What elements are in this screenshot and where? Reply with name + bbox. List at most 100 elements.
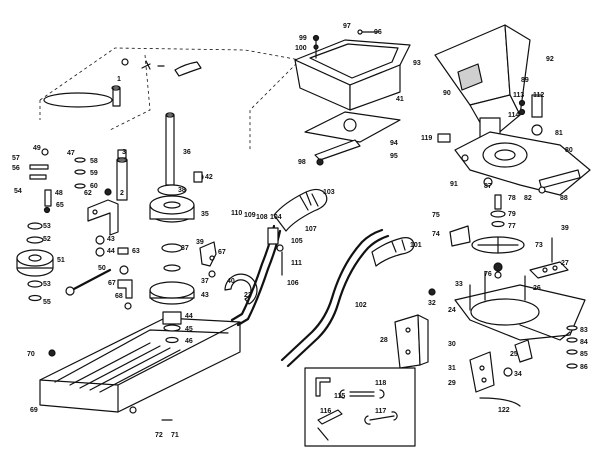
callout-45: 45: [185, 326, 193, 333]
callout-38: 38: [178, 187, 186, 194]
callout-93: 93: [413, 60, 421, 67]
callout-34: 34: [514, 371, 522, 378]
callout-86: 86: [580, 364, 588, 371]
callout-106: 106: [287, 280, 299, 287]
callout-48: 48: [55, 190, 63, 197]
callout-94: 94: [390, 140, 398, 147]
callout-57: 57: [12, 155, 20, 162]
callout-37a: 37: [181, 245, 189, 252]
callout-73: 73: [535, 242, 543, 249]
callout-107: 107: [305, 226, 317, 233]
callout-118: 118: [375, 380, 386, 387]
callout-87: 87: [484, 183, 492, 190]
callout-68: 68: [115, 293, 123, 300]
callout-63: 63: [132, 248, 140, 255]
callout-88: 88: [560, 195, 568, 202]
callout-41: 41: [396, 96, 404, 103]
callout-56: 56: [12, 165, 20, 172]
chute-92: [434, 24, 531, 141]
callout-labels: 1 3 36 42 49 47 57 56 58 59 60 48 54 65 …: [12, 23, 588, 439]
callout-95: 95: [390, 153, 398, 160]
callout-75: 75: [432, 212, 440, 219]
callout-67a: 67: [218, 249, 226, 256]
bracket-62: [87, 188, 119, 236]
callout-92: 92: [546, 56, 554, 63]
bracket-28-30: [394, 314, 533, 407]
callout-43a: 43: [107, 236, 115, 243]
callout-35: 35: [201, 211, 209, 218]
handle-104: [230, 188, 328, 327]
fasteners-83-86: [566, 325, 578, 369]
callout-43b: 43: [201, 292, 209, 299]
callout-112: 112: [533, 92, 544, 99]
callout-99: 99: [299, 35, 307, 42]
callout-44b: 44: [185, 313, 193, 320]
callout-25: 25: [510, 351, 518, 358]
callout-3: 3: [122, 149, 126, 156]
callout-71: 71: [171, 432, 179, 439]
callout-74: 74: [432, 231, 440, 238]
callout-69: 69: [30, 407, 38, 414]
callout-76: 76: [484, 271, 492, 278]
callout-46: 46: [185, 338, 193, 345]
callout-2: 2: [120, 190, 124, 197]
callout-105: 105: [291, 238, 303, 245]
hopper-93: [294, 29, 411, 111]
callout-26: 26: [533, 285, 541, 292]
callout-37b: 37: [201, 278, 209, 285]
callout-78: 78: [508, 195, 516, 202]
callout-79: 79: [508, 211, 516, 218]
callout-67b: 67: [108, 280, 116, 287]
callout-85: 85: [580, 351, 588, 358]
callout-30: 30: [448, 341, 456, 348]
callout-59: 59: [90, 170, 98, 177]
callout-104a: 104: [270, 214, 282, 221]
callout-60: 60: [90, 183, 98, 190]
callout-119: 119: [421, 135, 432, 142]
callout-72: 72: [155, 432, 163, 439]
callout-32: 32: [428, 300, 436, 307]
callout-55: 55: [43, 299, 51, 306]
callout-54: 54: [14, 188, 22, 195]
plate-94: [304, 111, 401, 166]
callout-31: 31: [448, 365, 456, 372]
callout-100: 100: [295, 45, 307, 52]
small-parts-left: [29, 148, 258, 310]
callout-98: 98: [298, 159, 306, 166]
callout-114: 114: [508, 112, 519, 119]
base-plate-24: [428, 271, 586, 341]
callout-52: 52: [43, 236, 51, 243]
callout-80: 80: [565, 147, 573, 154]
housing-80: [437, 94, 591, 196]
callout-53b: 53: [43, 281, 51, 288]
callout-89: 89: [521, 77, 529, 84]
callout-40: 40: [227, 278, 235, 285]
callout-91: 91: [450, 181, 458, 188]
callout-50: 50: [98, 265, 106, 272]
callout-24: 24: [448, 307, 456, 314]
callout-27: 27: [561, 260, 569, 267]
callout-108: 108: [256, 214, 268, 221]
callout-77: 77: [508, 223, 516, 230]
callout-115: 115: [334, 393, 345, 400]
callout-96: 96: [374, 29, 382, 36]
callout-116: 116: [320, 408, 331, 415]
callout-62: 62: [84, 190, 92, 197]
callout-47: 47: [67, 150, 75, 157]
hub-35: [149, 184, 195, 305]
callout-36: 36: [183, 149, 191, 156]
callout-117: 117: [375, 408, 386, 415]
callout-83: 83: [580, 327, 588, 334]
callout-42: 42: [205, 174, 213, 181]
callout-39: 39: [196, 239, 204, 246]
callout-97: 97: [343, 23, 351, 30]
callout-82: 82: [524, 195, 532, 202]
callout-113: 113: [513, 92, 524, 99]
callout-51: 51: [57, 257, 65, 264]
blade-disc-73: [449, 194, 569, 279]
callout-33: 33: [455, 281, 463, 288]
pulley-51: [16, 222, 112, 302]
callout-44a: 44: [107, 248, 115, 255]
callout-81: 81: [555, 130, 563, 137]
